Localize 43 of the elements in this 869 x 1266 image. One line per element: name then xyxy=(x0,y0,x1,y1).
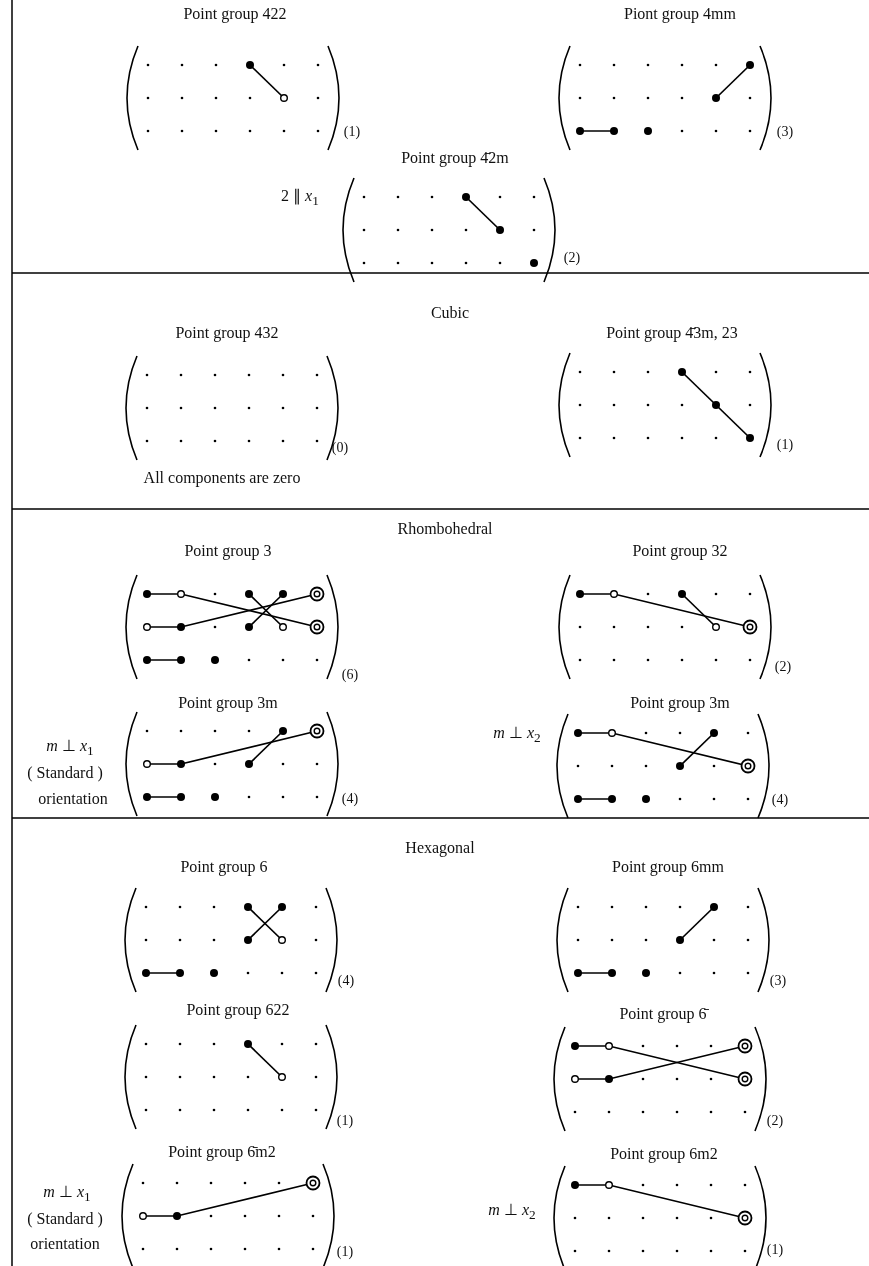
multiplicity-label: (4) xyxy=(341,791,359,808)
multiplicity-label: (2) xyxy=(563,250,581,267)
multiplicity-label: (1) xyxy=(336,1244,354,1261)
group-title: Point group 422 xyxy=(183,4,287,24)
group-title: Point group 622 xyxy=(186,1000,290,1020)
multiplicity-label: (1) xyxy=(766,1242,784,1259)
section-heading: Rhombohedral xyxy=(397,519,493,539)
group-title: Point group 6̄ xyxy=(619,1004,707,1024)
multiplicity-label: (1) xyxy=(336,1113,354,1130)
orientation-condition: 2 ∥ x$_{1}$ xyxy=(281,186,319,210)
group-title: Point group 3m xyxy=(178,693,278,713)
orientation-condition: m ⊥ x$_{2}$ xyxy=(493,723,541,747)
group-title: Point group 32 xyxy=(632,541,728,561)
orientation-condition: m ⊥ x$_{1}$ xyxy=(43,1182,91,1206)
section-heading: Cubic xyxy=(430,303,470,323)
multiplicity-label: (3) xyxy=(776,124,794,141)
orientation-condition: m ⊥ x$_{2}$ xyxy=(488,1200,536,1224)
multiplicity-label: (1) xyxy=(343,124,361,141)
multiplicity-label: (1) xyxy=(776,437,794,454)
group-title: Point group 6mm xyxy=(612,857,724,877)
multiplicity-label: (4) xyxy=(771,792,789,809)
group-title: Point group 4̄3m, 23 xyxy=(606,323,738,343)
group-title: Point group 432 xyxy=(175,323,279,343)
section-heading: Hexagonal xyxy=(405,838,475,858)
orientation-condition: m ⊥ x$_{1}$ xyxy=(46,736,94,760)
group-title: Point group 3m xyxy=(630,693,730,713)
multiplicity-label: (0) xyxy=(331,440,349,457)
group-title: Point group 6 xyxy=(180,857,268,877)
group-title: Point group 3 xyxy=(184,541,272,561)
multiplicity-label: (6) xyxy=(341,667,359,684)
group-title: Point group 4̄2m xyxy=(401,148,509,168)
multiplicity-label: (3) xyxy=(769,973,787,990)
orientation-note: ( Standard ) xyxy=(27,763,103,783)
multiplicity-label: (2) xyxy=(766,1113,784,1130)
group-title: Piont group 4mm xyxy=(624,4,736,24)
orientation-note: orientation xyxy=(38,789,108,809)
group-title: Point group 6m2 xyxy=(610,1144,718,1164)
orientation-note: orientation xyxy=(30,1234,100,1254)
multiplicity-label: (4) xyxy=(337,973,355,990)
note: All components are zero xyxy=(143,468,301,488)
multiplicity-label: (2) xyxy=(774,659,792,676)
orientation-note: ( Standard ) xyxy=(27,1209,103,1229)
group-title: Point group 6̄m2 xyxy=(168,1142,276,1162)
